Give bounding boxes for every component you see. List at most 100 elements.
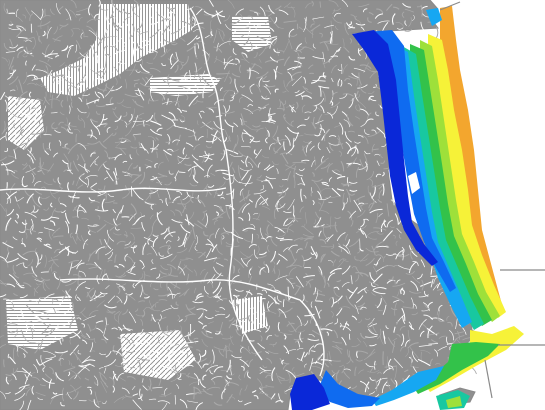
contour-line [330, 250, 340, 257]
contour-line [423, 302, 430, 312]
contour-line [126, 376, 136, 380]
contour-line [150, 370, 163, 374]
contour-line [23, 49, 33, 55]
contour-line [89, 156, 100, 167]
contour-line [193, 129, 197, 141]
contour-line [218, 30, 224, 42]
contour-line [51, 393, 64, 399]
contour-line [59, 241, 64, 245]
contour-line [52, 392, 58, 395]
inundation-bay-green [446, 396, 462, 408]
contour-line [77, 50, 89, 59]
contour-line [101, 400, 107, 404]
contour-line [64, 124, 77, 128]
contour-line [312, 104, 322, 112]
contour-line [376, 231, 384, 235]
contour-line [90, 13, 96, 21]
contour-line [89, 310, 99, 317]
contour-line [323, 275, 326, 289]
contour-line [70, 29, 74, 37]
contour-line [413, 303, 417, 309]
contour-line [283, 20, 297, 23]
contour-line [56, 276, 61, 290]
contour-line [312, 43, 316, 49]
contour-line [256, 179, 269, 182]
contour-line [247, 212, 251, 222]
contour-line [385, 325, 389, 329]
contour-line [311, 76, 321, 84]
contour-line [339, 325, 352, 332]
contour-line [244, 384, 248, 392]
contour-line [151, 176, 165, 182]
contour-line [144, 164, 151, 169]
contour-line [122, 192, 131, 199]
contour-line [116, 99, 124, 104]
contour-line [202, 374, 207, 381]
contour-line [312, 80, 326, 82]
contour-line [13, 292, 18, 297]
contour-line [31, 266, 38, 277]
contour-line [223, 62, 237, 65]
contour-line [209, 369, 214, 375]
contour-line [181, 29, 186, 35]
contour-line [269, 107, 273, 121]
contour-line [374, 153, 381, 156]
contour-line [6, 257, 19, 263]
inundation-south-deepblue [290, 374, 330, 410]
contour-line [118, 138, 132, 143]
contour-line [256, 127, 264, 133]
contour-line [0, 160, 15, 166]
contour-line [341, 183, 349, 185]
contour-line [145, 114, 154, 123]
contour-line [372, 148, 379, 151]
contour-line [53, 35, 63, 43]
contour-line [369, 208, 383, 214]
contour-line [57, 352, 64, 362]
contour-line [180, 198, 187, 210]
contour-line [281, 359, 285, 365]
contour-line [182, 55, 189, 67]
contour-line [367, 329, 379, 336]
contour-line [231, 354, 242, 359]
contour-line [126, 261, 136, 272]
contour-line [341, 281, 350, 288]
contour-line [283, 56, 290, 67]
contour-line [143, 332, 153, 343]
contour-line [288, 28, 295, 38]
contour-line [404, 369, 409, 373]
contour-line [241, 94, 254, 102]
contour-line [282, 189, 286, 198]
contour-line [80, 32, 84, 39]
contour-line [225, 206, 231, 219]
contour-line [46, 26, 52, 39]
contour-line [77, 210, 86, 213]
contour-line [60, 99, 64, 108]
contour-line [232, 188, 235, 199]
contour-line [267, 294, 277, 305]
contour-line [37, 237, 43, 241]
contour-line [356, 20, 362, 25]
contour-line [286, 145, 295, 155]
contour-line [116, 61, 125, 64]
contour-line [267, 129, 270, 138]
contour-line [133, 0, 141, 10]
contour-line [211, 244, 218, 253]
contour-line [219, 181, 226, 188]
contour-line [166, 149, 179, 152]
contour-line [262, 325, 268, 329]
contour-line [293, 49, 303, 53]
contour-line [104, 200, 116, 203]
contour-line [286, 78, 296, 87]
contour-line [447, 321, 453, 327]
contour-line [58, 6, 64, 11]
contour-line [93, 51, 98, 58]
contour-line [378, 189, 383, 199]
contour-line [30, 99, 35, 113]
contour-line [360, 332, 366, 340]
contour-line [40, 8, 44, 20]
contour-line [267, 283, 276, 291]
contour-line [81, 217, 89, 221]
contour-line [158, 252, 165, 257]
